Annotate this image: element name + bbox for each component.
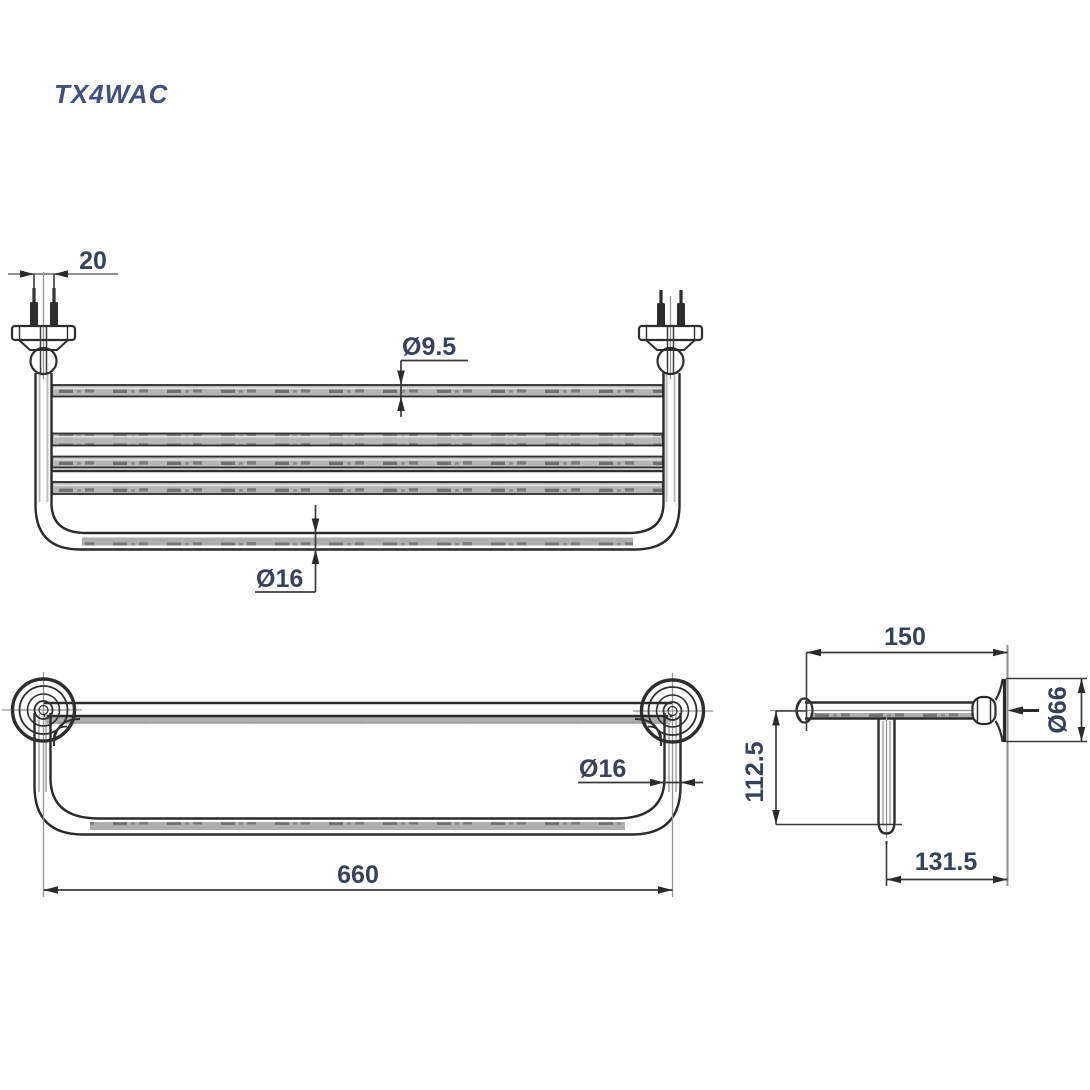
dim-rail-diameter: Ø9.5	[397, 333, 468, 417]
left-flange	[2, 672, 82, 897]
bracket-neck	[643, 339, 698, 351]
mounting-screws	[657, 290, 685, 326]
ball-joint	[29, 346, 58, 376]
right-flange	[633, 673, 713, 897]
dim-frame-tube-diameter-top-label: Ø16	[256, 565, 303, 593]
frame-tube-top-view	[34, 373, 681, 551]
shelf-rails	[51, 384, 664, 495]
dim-frame-tube-diameter-top: Ø16	[255, 505, 320, 593]
dim-bar-wall-offset-label: 131.5	[915, 848, 978, 876]
front-view: Ø16 660	[2, 672, 713, 897]
dim-flange-diameter-label: Ø66	[1044, 686, 1072, 733]
top-view: 20 Ø9.5 Ø16	[8, 247, 704, 593]
shelf-rail	[51, 432, 664, 447]
dim-bar-wall-offset: 131.5	[885, 841, 1008, 886]
right-wall-bracket	[637, 290, 704, 379]
dim-depth: 150	[805, 623, 1008, 731]
shelf-rail	[51, 455, 664, 469]
dim-overall-width: 660	[43, 861, 673, 894]
dim-screw-pitch: 20	[8, 247, 118, 300]
wall-flange-side	[971, 678, 1007, 743]
ball-joint	[656, 346, 685, 376]
dim-frame-tube-diameter-front-label: Ø16	[579, 755, 626, 783]
shelf-rail	[51, 481, 664, 495]
mounting-screws	[30, 288, 58, 326]
shelf-rail	[51, 384, 664, 398]
dim-drop-height: 112.5	[741, 710, 902, 826]
dim-depth-label: 150	[884, 623, 926, 651]
side-view: 150 Ø66 112.5 131.5	[741, 623, 1087, 886]
dim-drop-height-label: 112.5	[741, 741, 769, 802]
dim-flange-diameter: Ø66	[1006, 677, 1087, 743]
bracket-neck	[16, 339, 71, 351]
ball-joint	[971, 695, 997, 726]
dim-rail-diameter-label: Ø9.5	[402, 333, 456, 361]
product-code-title: TX4WAC	[54, 79, 169, 109]
left-wall-bracket	[10, 272, 77, 379]
dim-screw-pitch-label: 20	[79, 247, 107, 275]
dim-overall-width-label: 660	[337, 861, 379, 889]
hanging-bar-side	[877, 716, 896, 844]
top-rail-bar	[43, 701, 673, 724]
dim-frame-tube-diameter-front: Ø16	[578, 755, 703, 787]
